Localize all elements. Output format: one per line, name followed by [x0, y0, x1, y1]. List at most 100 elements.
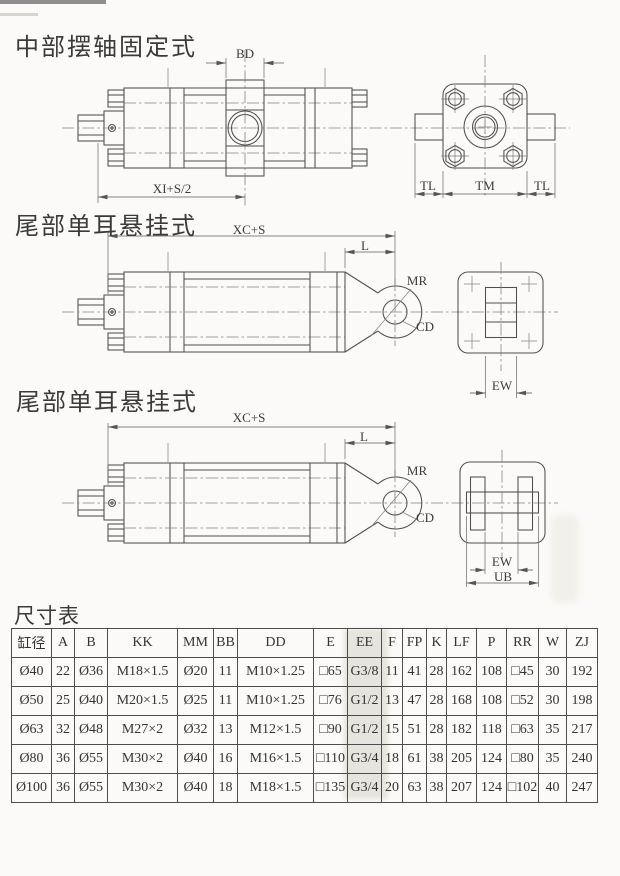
dim-label-tl-right: TL — [534, 178, 550, 193]
section-title-tail-clevis-1: 尾部单耳悬挂式 — [15, 212, 197, 240]
dim-label-ub: UB — [493, 569, 513, 584]
table-cell: 36 — [51, 744, 75, 774]
section-title-middle-trunnion: 中部摆轴固定式 — [15, 33, 197, 61]
column-header: W — [538, 628, 567, 658]
drawing-trunnion-side-view — [62, 50, 570, 208]
table-cell: 217 — [566, 715, 598, 745]
table-cell: Ø55 — [74, 744, 108, 774]
table-cell: 13 — [213, 715, 238, 745]
table-cell: 35 — [538, 744, 567, 774]
table-cell: 41 — [402, 657, 427, 687]
column-header: P — [476, 628, 507, 658]
dim-label-tl-left: TL — [420, 178, 436, 193]
table-cell: □45 — [506, 657, 539, 687]
table-title: 尺寸表 — [14, 604, 80, 628]
table-cell: Ø32 — [177, 715, 214, 745]
table-cell: □65 — [313, 657, 348, 687]
column-header: K — [426, 628, 447, 658]
table-cell: Ø63 — [11, 715, 52, 745]
table-cell: 15 — [381, 715, 403, 745]
table-cell: 30 — [538, 686, 567, 716]
dim-label-mr: MR — [406, 273, 428, 288]
table-cell: 32 — [51, 715, 75, 745]
scan-artifact-bar-2 — [0, 13, 38, 16]
section-title-tail-clevis-2: 尾部单耳悬挂式 — [16, 388, 198, 416]
table-cell: Ø50 — [11, 686, 52, 716]
column-header: A — [51, 628, 75, 658]
dim-label-cd: CD — [415, 319, 435, 334]
table-cell: M20×1.5 — [107, 686, 178, 716]
table-cell: 247 — [566, 773, 598, 803]
dim-label-ew: EW — [491, 378, 513, 393]
table-cell: 162 — [446, 657, 477, 687]
table-cell: Ø48 — [74, 715, 108, 745]
table-cell: M16×1.5 — [237, 744, 314, 774]
table-cell: 11 — [213, 686, 238, 716]
table-cell: Ø40 — [177, 744, 214, 774]
table-cell: 124 — [476, 773, 507, 803]
column-header: RR — [506, 628, 539, 658]
dim-label-tm: TM — [475, 178, 495, 193]
table-cell: Ø80 — [11, 744, 52, 774]
drawing-fork-end-view — [459, 450, 546, 587]
table-cell: Ø20 — [177, 657, 214, 687]
column-header: BB — [213, 628, 238, 658]
table-cell: 11 — [213, 657, 238, 687]
dim-label-l-2: L — [360, 429, 368, 444]
dim-label-xi-s2: XI+S/2 — [152, 181, 192, 196]
table-cell: 36 — [51, 773, 75, 803]
table-cell: 182 — [446, 715, 477, 745]
table-cell: 28 — [426, 686, 447, 716]
table-cell: Ø100 — [11, 773, 52, 803]
table-cell: 198 — [566, 686, 598, 716]
table-cell: □76 — [313, 686, 348, 716]
table-cell: Ø40 — [11, 657, 52, 687]
table-cell: G3/4 — [347, 744, 382, 774]
table-cell: 30 — [538, 657, 567, 687]
table-cell: M30×2 — [107, 744, 178, 774]
column-header: EE — [347, 628, 382, 658]
table-cell: Ø40 — [177, 773, 214, 803]
table-cell: 240 — [566, 744, 598, 774]
table-cell: 38 — [426, 744, 447, 774]
table-cell: 18 — [381, 744, 403, 774]
drawing-clevis-side-view — [62, 231, 558, 353]
table-cell: 124 — [476, 744, 507, 774]
dim-label-l: L — [361, 238, 369, 253]
scan-artifact-bar — [0, 0, 106, 4]
drawing-clevis-side-view-2 — [62, 422, 558, 544]
table-cell: 108 — [476, 657, 507, 687]
table-cell: □110 — [313, 744, 348, 774]
table-cell: □80 — [506, 744, 539, 774]
table-cell: 16 — [213, 744, 238, 774]
dim-label-xc-s-2: XC+S — [232, 410, 266, 425]
dim-label-mr-2: MR — [406, 463, 428, 478]
table-cell: M27×2 — [107, 715, 178, 745]
table-cell: G1/2 — [347, 715, 382, 745]
table-cell: 28 — [426, 657, 447, 687]
table-cell: M30×2 — [107, 773, 178, 803]
table-cell: M10×1.25 — [237, 657, 314, 687]
dim-label-xc-s: XC+S — [232, 222, 266, 237]
table-cell: □135 — [313, 773, 348, 803]
dim-label-cd-2: CD — [415, 510, 435, 525]
table-cell: Ø25 — [177, 686, 214, 716]
table-cell: 118 — [476, 715, 507, 745]
table-cell: 35 — [538, 715, 567, 745]
table-cell: 38 — [426, 773, 447, 803]
drawing-trunnion-end-view — [414, 55, 556, 198]
table-cell: Ø40 — [74, 686, 108, 716]
column-header: LF — [446, 628, 477, 658]
table-cell: 168 — [446, 686, 477, 716]
table-cell: G3/4 — [347, 773, 382, 803]
table-cell: 20 — [381, 773, 403, 803]
column-header: FP — [402, 628, 427, 658]
table-cell: M12×1.5 — [237, 715, 314, 745]
table-cell: 205 — [446, 744, 477, 774]
table-cell: □90 — [313, 715, 348, 745]
